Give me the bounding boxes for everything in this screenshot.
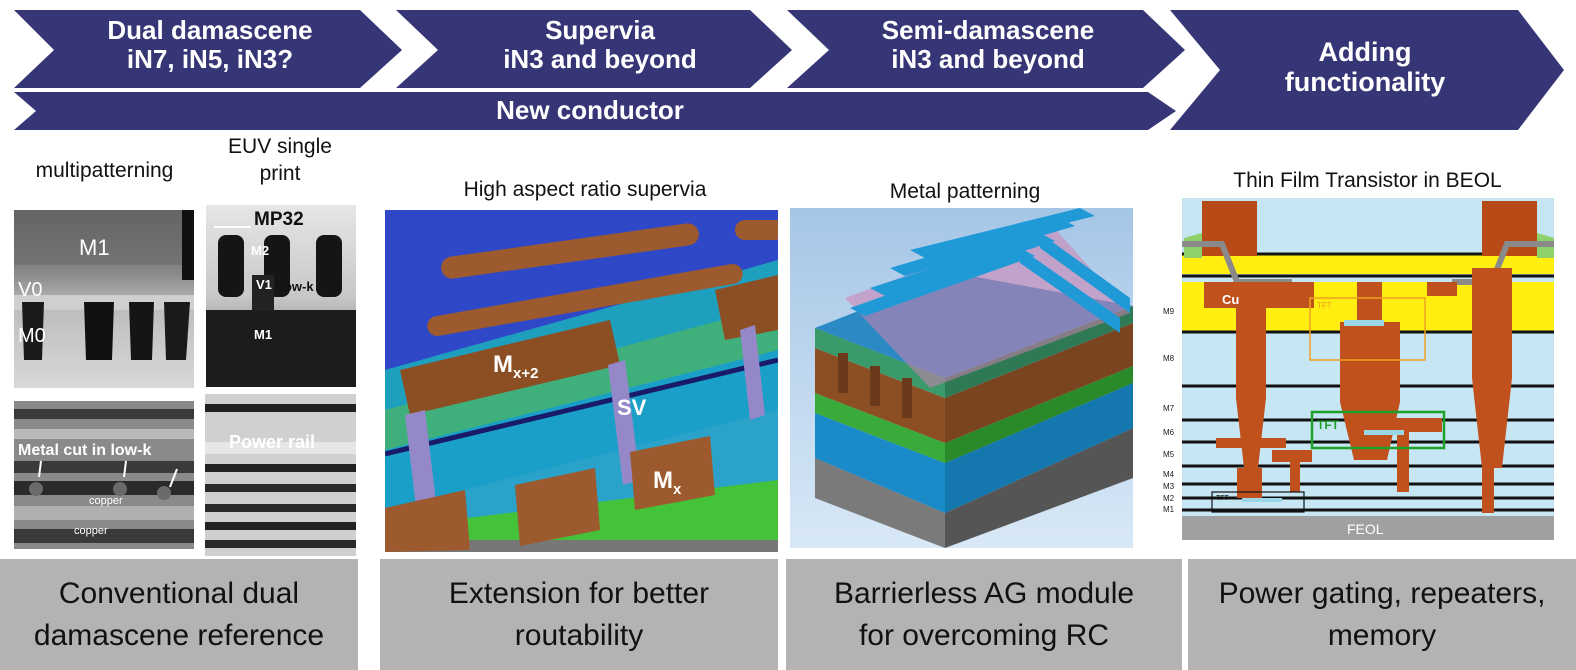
label-multipatterning: multipatterning	[35, 159, 174, 182]
sem2-v1-label: V1	[256, 277, 272, 292]
tft-cross-section: Cu TFT TFT TFT FEOL	[1182, 198, 1554, 540]
chevron-semi-line1: Semi-damascene	[881, 15, 1095, 45]
tft-cu-label: Cu	[1222, 292, 1239, 307]
sem1-m1-label: M1	[79, 235, 110, 260]
supervia-sv-label: SV	[617, 395, 647, 420]
supervia-mx2-sub: x+2	[513, 365, 538, 382]
supervia-mx2-main: M	[493, 351, 513, 378]
chevron-adding-shape	[1170, 10, 1564, 130]
chevron-new-conductor-shape	[14, 92, 1176, 130]
sem1-m0-label: M0	[18, 325, 46, 347]
label-metal-patterning: Metal patterning	[889, 180, 1041, 203]
tft-level-m6: M6	[1163, 428, 1175, 437]
chevron-dual-line1: Dual damascene	[107, 15, 313, 45]
footer-dual-line2: damascene reference	[33, 618, 325, 652]
sem-image-euv: MP32 M2 V1 Low-k M1	[206, 205, 356, 387]
footer-supervia: Extension for better routability	[380, 559, 778, 670]
label-euv: EUV single print	[205, 133, 355, 188]
sem2-lowk-label: Low-k	[276, 279, 314, 294]
chevron-semi-shape	[787, 10, 1185, 88]
tft-level-m4: M4	[1163, 470, 1175, 479]
sem-image-metal-cut: Metal cut in low-k copper copper	[14, 401, 194, 549]
sem3-copper1-label: copper	[89, 495, 123, 507]
sem2-m2-label: M2	[251, 243, 269, 258]
tft-level-m3: M3	[1163, 482, 1175, 491]
chevron-dual-line2: iN7, iN5, iN3?	[126, 43, 294, 74]
chevron-adding-line1: Adding	[1318, 37, 1412, 67]
metal-patterning-render	[790, 208, 1133, 548]
chevron-semi-line2: iN3 and beyond	[891, 43, 1085, 74]
footer-supervia-line2: routability	[514, 618, 644, 652]
chevron-dual-label: Dual damascene iN7, iN5, iN3?	[40, 16, 380, 73]
supervia-mx-sub: x	[673, 481, 682, 498]
sem1-v0-label: V0	[18, 279, 42, 301]
tft-level-m8: M8	[1163, 354, 1175, 363]
supervia-render: Mx+2 SV Mx	[385, 210, 778, 552]
sem3-cut-label: Metal cut in low-k	[18, 442, 151, 459]
chevron-adding-line2: functionality	[1284, 66, 1446, 97]
label-euv-line1: EUV single	[228, 135, 332, 158]
supervia-mx2-label: Mx+2	[493, 351, 538, 382]
chevron-semi-label: Semi-damascene iN3 and beyond	[818, 16, 1158, 73]
footer-semi-line1: Barrierless AG module	[833, 576, 1135, 610]
chevron-supervia-line2: iN3 and beyond	[503, 43, 697, 74]
chevron-adding-label: Adding functionality	[1210, 37, 1520, 97]
footer-adding-line2: memory	[1327, 618, 1437, 652]
sem-image-multipatterning: M1 V0 M0	[14, 210, 194, 388]
tft-level-m7: M7	[1163, 404, 1175, 413]
chevron-supervia-label: Supervia iN3 and beyond	[430, 16, 770, 73]
tft-green-label: TFT	[1317, 418, 1340, 432]
tft-level-m2: M2	[1163, 494, 1175, 503]
chevron-new-conductor-label: New conductor	[496, 95, 684, 125]
label-euv-line2: print	[259, 162, 301, 186]
footer-semi-line2: for overcoming RC	[858, 618, 1110, 652]
sem2-mp32-label: MP32	[254, 209, 304, 230]
tft-low-label: TFT	[1216, 495, 1230, 502]
sem2-m1-label: M1	[254, 327, 272, 342]
footer-dual-line1: Conventional dual	[58, 576, 300, 610]
sem-image-power-rail: Power rail	[205, 394, 356, 556]
sem4-power-label: Power rail	[229, 432, 315, 452]
chevron-supervia-line1: Supervia	[545, 15, 655, 45]
label-supervia: High aspect ratio supervia	[463, 178, 707, 201]
tft-level-m1: M1	[1163, 505, 1175, 514]
supervia-mx-main: M	[653, 467, 673, 494]
footer-semi-damascene: Barrierless AG module for overcoming RC	[786, 559, 1182, 670]
chevron-dual-damascene	[14, 10, 1564, 130]
tft-small-label: TFT	[1317, 301, 1332, 310]
chevron-dual-shape	[14, 10, 402, 88]
tft-feol-label: FEOL	[1347, 521, 1384, 537]
tft-level-m9: M9	[1163, 307, 1175, 316]
footer-adding-functionality: Power gating, repeaters, memory	[1188, 559, 1576, 670]
chevron-supervia-shape	[396, 10, 792, 88]
label-tft: Thin Film Transistor in BEOL	[1233, 169, 1502, 192]
footer-dual-damascene: Conventional dual damascene reference	[0, 559, 358, 670]
supervia-mx-label: Mx	[653, 467, 682, 498]
sem3-copper2-label: copper	[74, 525, 108, 537]
footer-adding-line1: Power gating, repeaters,	[1218, 576, 1546, 610]
tft-level-m5: M5	[1163, 450, 1175, 459]
footer-supervia-line1: Extension for better	[448, 576, 710, 610]
